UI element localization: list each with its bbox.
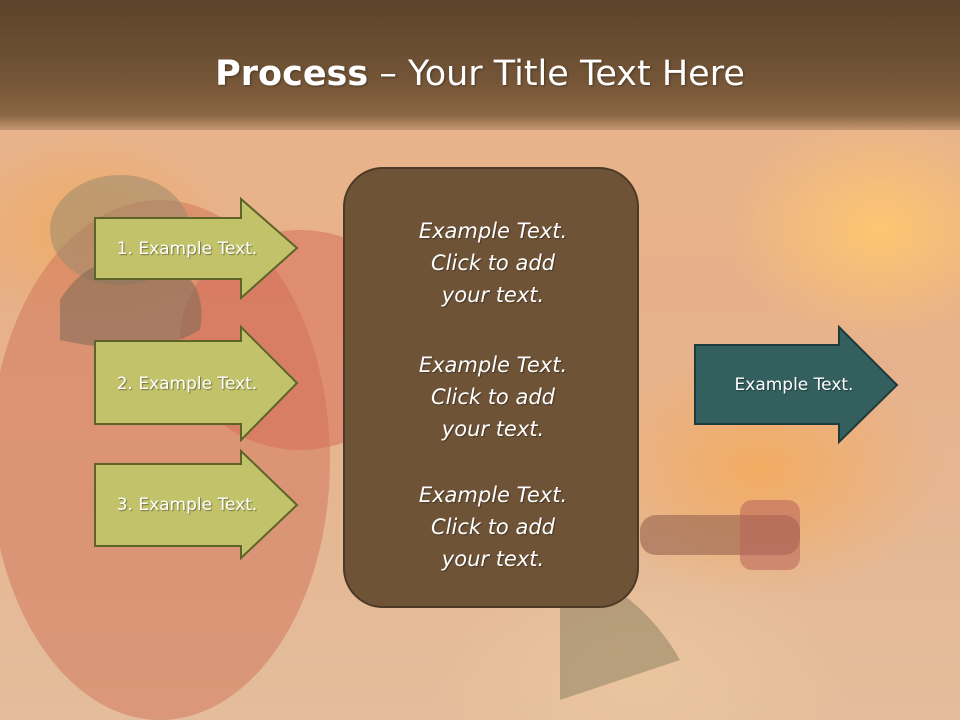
process-step-2-arrow[interactable]: 2. Example Text. — [94, 324, 300, 443]
center-text-line: your text. — [441, 547, 545, 571]
arrow-right-icon — [94, 448, 299, 561]
title-rest: – Your Title Text Here — [368, 54, 745, 94]
arrow-right-icon — [94, 196, 299, 301]
center-text-line: Click to add — [430, 515, 555, 539]
arrow-right-icon — [94, 324, 299, 443]
center-text-line: Example Text. — [418, 219, 568, 243]
process-step-1-arrow[interactable]: 1. Example Text. — [94, 196, 300, 301]
result-arrow-label: Example Text. — [734, 375, 854, 395]
center-content-box[interactable]: Example Text. Click to add your text. Ex… — [343, 167, 639, 608]
arrow-right-icon — [694, 324, 899, 445]
process-step-2-label: 2. Example Text. — [116, 374, 258, 394]
process-step-3-arrow[interactable]: 3. Example Text. — [94, 448, 300, 561]
process-step-1-label: 1. Example Text. — [116, 239, 258, 259]
center-text-line: Click to add — [430, 251, 555, 275]
center-text-line: your text. — [441, 283, 545, 307]
center-text-line: Example Text. — [418, 353, 568, 377]
center-text-line: your text. — [441, 417, 545, 441]
center-text-block-1[interactable]: Example Text. Click to add your text. — [345, 215, 641, 311]
center-text-line: Click to add — [430, 385, 555, 409]
center-text-block-3[interactable]: Example Text. Click to add your text. — [345, 479, 641, 575]
result-arrow[interactable]: Example Text. — [694, 324, 900, 445]
process-step-3-label: 3. Example Text. — [116, 495, 258, 515]
title-bar — [0, 0, 960, 130]
title-bold: Process — [215, 54, 369, 94]
slide-title[interactable]: Process – Your Title Text Here — [0, 52, 960, 96]
center-text-line: Example Text. — [418, 483, 568, 507]
center-text-block-2[interactable]: Example Text. Click to add your text. — [345, 349, 641, 445]
